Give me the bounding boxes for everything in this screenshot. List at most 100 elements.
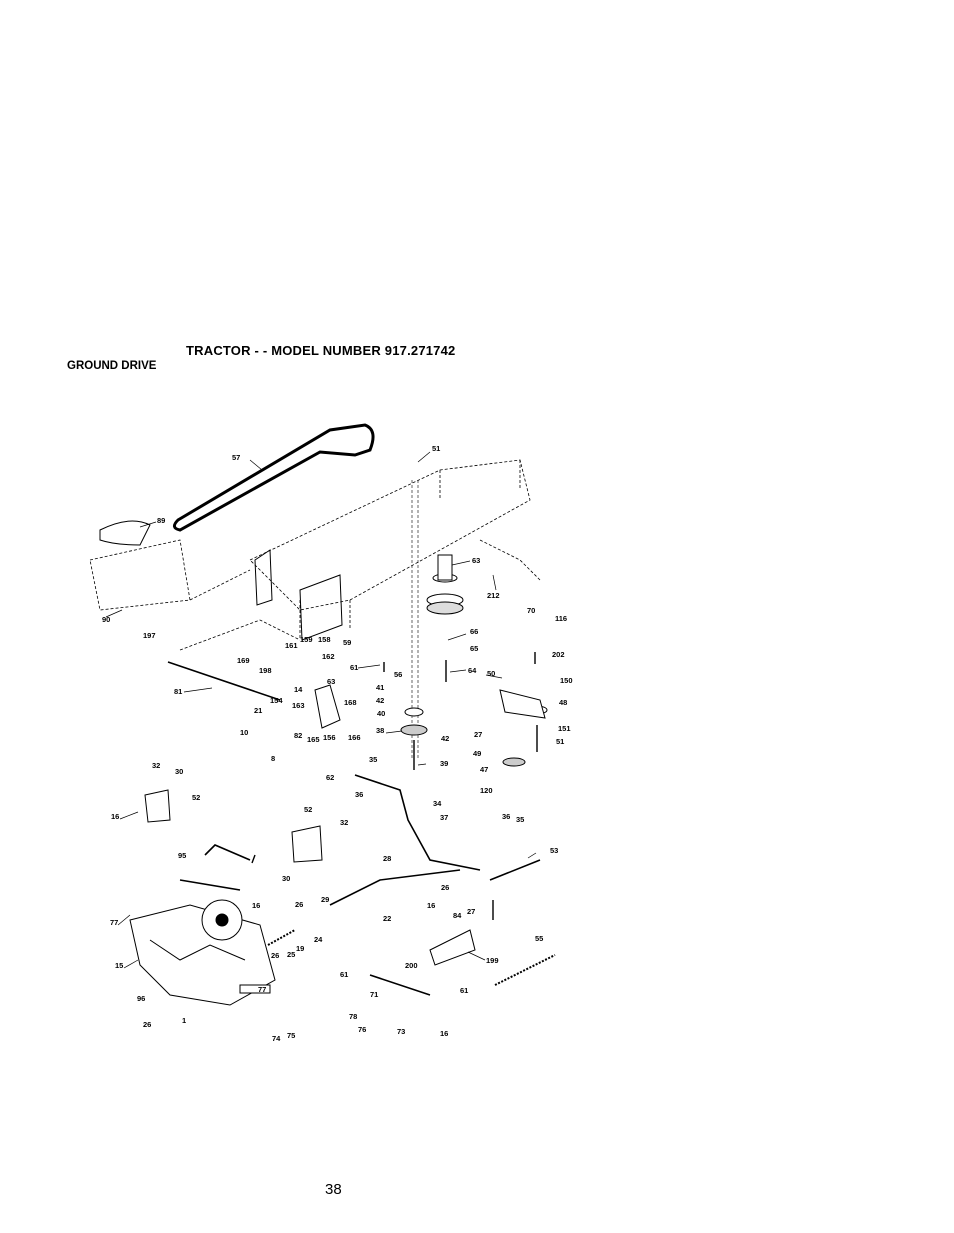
callout: 35 xyxy=(369,755,377,764)
callout: 52 xyxy=(304,805,312,814)
callout: 36 xyxy=(355,790,363,799)
callout: 78 xyxy=(349,1012,357,1021)
callout: 34 xyxy=(433,799,442,808)
callout: 61 xyxy=(460,986,468,995)
callout: 61 xyxy=(340,970,348,979)
callout: 62 xyxy=(326,773,334,782)
callout: 156 xyxy=(323,733,336,742)
tractor-frame-solid xyxy=(99,520,343,641)
callout: 26 xyxy=(441,883,449,892)
callout: 199 xyxy=(486,956,499,965)
callout: 75 xyxy=(287,1031,295,1040)
callout: 8 xyxy=(271,754,275,763)
callout: 96 xyxy=(137,994,145,1003)
callout: 24 xyxy=(314,935,323,944)
callout: 63 xyxy=(472,556,480,565)
callout: 81 xyxy=(174,687,182,696)
callout: 1 xyxy=(182,1016,186,1025)
callout: 25 xyxy=(287,950,295,959)
callout: 55 xyxy=(535,934,543,943)
callout: 200 xyxy=(405,961,418,970)
callout: 52 xyxy=(192,793,200,802)
callout: 42 xyxy=(441,734,449,743)
callout: 26 xyxy=(295,900,303,909)
callout: 150 xyxy=(560,676,573,685)
callout: 19 xyxy=(296,944,304,953)
callout: 27 xyxy=(474,730,482,739)
callout: 76 xyxy=(358,1025,366,1034)
callout: 50 xyxy=(487,669,495,678)
callout: 27 xyxy=(467,907,475,916)
drive-belt xyxy=(173,423,375,532)
callout: 82 xyxy=(294,731,302,740)
callout: 32 xyxy=(340,818,348,827)
callout: 10 xyxy=(240,728,248,737)
callout: 158 xyxy=(318,635,331,644)
bolts xyxy=(251,652,538,920)
callout: 66 xyxy=(470,627,478,636)
callout: 198 xyxy=(259,666,272,675)
callout: 70 xyxy=(527,606,535,615)
callout: 90 xyxy=(102,615,110,624)
callout: 15 xyxy=(115,961,123,970)
callout: 166 xyxy=(348,733,361,742)
callout: 95 xyxy=(178,851,186,860)
callout: 39 xyxy=(440,759,448,768)
engine-pulley xyxy=(426,554,464,615)
callout: 40 xyxy=(377,709,385,718)
transaxle xyxy=(129,899,276,1006)
callout: 151 xyxy=(558,724,571,733)
callout: 30 xyxy=(282,874,290,883)
callout: 84 xyxy=(453,911,462,920)
center-axis xyxy=(411,480,419,760)
callout: 28 xyxy=(383,854,391,863)
callout: 30 xyxy=(175,767,183,776)
callout: 21 xyxy=(254,706,262,715)
callout: 154 xyxy=(270,696,283,705)
callout: 212 xyxy=(487,591,500,600)
callout: 26 xyxy=(143,1020,151,1029)
callout: 42 xyxy=(376,696,384,705)
callout: 35 xyxy=(516,815,524,824)
callout: 16 xyxy=(111,812,119,821)
leader-lines xyxy=(105,451,537,969)
callout: 16 xyxy=(440,1029,448,1038)
callout: 197 xyxy=(143,631,156,640)
callout: 38 xyxy=(376,726,384,735)
callout: 202 xyxy=(552,650,565,659)
callout: 161 xyxy=(285,641,298,650)
callout: 16 xyxy=(427,901,435,910)
callout: 120 xyxy=(480,786,493,795)
brackets xyxy=(144,684,546,966)
callout: 89 xyxy=(157,516,165,525)
callout: 169 xyxy=(237,656,250,665)
callout: 73 xyxy=(397,1027,405,1036)
callout: 37 xyxy=(440,813,448,822)
callout: 163 xyxy=(292,701,305,710)
callout: 14 xyxy=(294,685,303,694)
callout: 51 xyxy=(556,737,564,746)
callout: 159 xyxy=(300,635,313,644)
callout: 32 xyxy=(152,761,160,770)
linkage-rods xyxy=(167,661,541,996)
page-title: TRACTOR - - MODEL NUMBER 917.271742 xyxy=(186,343,456,358)
callout: 56 xyxy=(394,670,402,679)
callout: 63 xyxy=(327,677,335,686)
callout: 77 xyxy=(258,985,266,994)
callout: 48 xyxy=(559,698,567,707)
callout: 71 xyxy=(370,990,378,999)
callout: 16 xyxy=(252,901,260,910)
callout: 61 xyxy=(350,663,358,672)
tractor-frame xyxy=(89,459,541,651)
callout: 53 xyxy=(550,846,558,855)
callout: 168 xyxy=(344,698,357,707)
callout: 74 xyxy=(272,1034,281,1043)
callout: 51 xyxy=(432,444,440,453)
page-number: 38 xyxy=(325,1181,342,1198)
callout: 162 xyxy=(322,652,335,661)
callout-labels: 57 51 89 63 212 70 116 90 197 159 158 16… xyxy=(102,444,573,1043)
callout: 64 xyxy=(468,666,477,675)
callout: 26 xyxy=(271,951,279,960)
callout: 116 xyxy=(555,614,567,623)
